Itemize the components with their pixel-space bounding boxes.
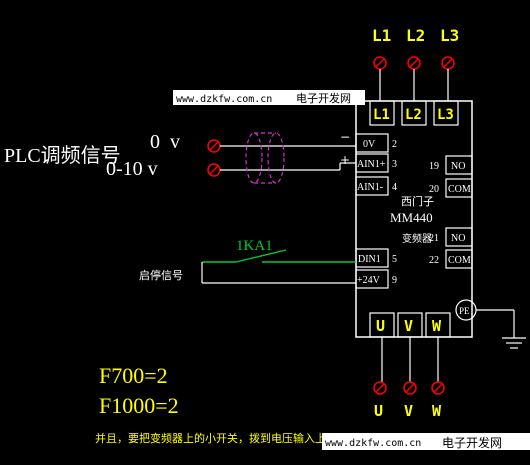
inverter-input-l2: L2 [405, 107, 422, 123]
supply-label-l1: L1 [372, 26, 391, 45]
inverter-model: MM440 [390, 210, 433, 225]
signal-range-label: 0-10 v [106, 158, 158, 180]
watermark-top-site: 电子开发网 [296, 91, 351, 105]
note-text: 并且，要把变频器上的小开关，拨到电压输入上 [95, 431, 326, 445]
motor-label-u: U [374, 402, 383, 420]
param-f1000: F1000=2 [99, 393, 179, 418]
pin-5: 5 [392, 254, 397, 265]
signal-zero-label: 0 v [150, 131, 180, 153]
output-label-v: V [404, 317, 413, 335]
start-stop-label: 启停信号 [139, 268, 183, 282]
pin-22: 22 [429, 255, 439, 266]
shielded-cable [245, 132, 285, 184]
supply-label-l3: L3 [440, 26, 459, 45]
terminal-ain1-plus: AIN1+ [357, 159, 386, 170]
motor-terminal-v [403, 381, 417, 395]
pin-2: 2 [392, 139, 397, 150]
terminal-24v: +24V [357, 275, 381, 286]
watermark-bottom: www.dzkfw.com.cn 电子开发网 [322, 433, 530, 450]
output-wires [381, 337, 439, 382]
pin-19: 19 [429, 161, 439, 172]
pe-label: PE [459, 306, 470, 316]
inverter-input-cells [369, 100, 459, 126]
pin-20: 20 [429, 184, 439, 195]
supply-label-l2: L2 [406, 26, 425, 45]
motor-label-w: W [432, 402, 442, 420]
watermark-bottom-url: www.dzkfw.com.cn [325, 438, 421, 449]
param-f700: F700=2 [99, 363, 168, 388]
motor-label-v: V [404, 402, 413, 420]
pin-21: 21 [429, 233, 439, 244]
motor-terminal-u [373, 381, 387, 395]
motor-terminal-w [431, 381, 445, 395]
terminal-din1: DIN1 [358, 254, 381, 265]
watermark-top-url: www.dzkfw.com.cn [176, 94, 272, 105]
relay-no-1: NO [451, 161, 465, 172]
minus-sign: − [340, 130, 350, 144]
inverter-brand: 西门子 [401, 194, 434, 208]
relay-name: 1KA1 [236, 238, 273, 254]
supply-terminals [373, 56, 455, 70]
analog-wires [220, 145, 356, 171]
relay-no-2: NO [451, 233, 465, 244]
motor-terminals [373, 381, 445, 395]
relay-com-2: COM [448, 255, 471, 266]
pin-9: 9 [392, 275, 397, 286]
relay-output-cells [445, 155, 473, 269]
relay-com-1: COM [448, 184, 471, 195]
plc-signal-label: PLC调频信号 [4, 144, 121, 167]
output-label-u: U [376, 317, 385, 335]
watermark-bottom-site: 电子开发网 [442, 435, 502, 450]
terminal-0v: 0V [363, 139, 376, 150]
terminal-ain1-minus: AIN1- [357, 182, 383, 193]
inverter-input-l3: L3 [437, 107, 454, 123]
pin-4: 4 [392, 182, 397, 193]
earth-symbol [476, 309, 526, 349]
output-label-w: W [432, 317, 442, 335]
relay-contact [202, 249, 356, 263]
inverter-device: 变频器 [402, 232, 432, 245]
analog-terminals [207, 139, 221, 177]
pin-3: 3 [392, 159, 397, 170]
relay-wires [201, 262, 356, 284]
plus-sign: + [340, 153, 350, 167]
watermark-top: www.dzkfw.com.cn 电子开发网 [173, 90, 365, 105]
supply-wires [379, 69, 449, 101]
plc-label-text: PLC调频信号 [4, 144, 121, 167]
inverter-input-l1: L1 [373, 107, 390, 123]
